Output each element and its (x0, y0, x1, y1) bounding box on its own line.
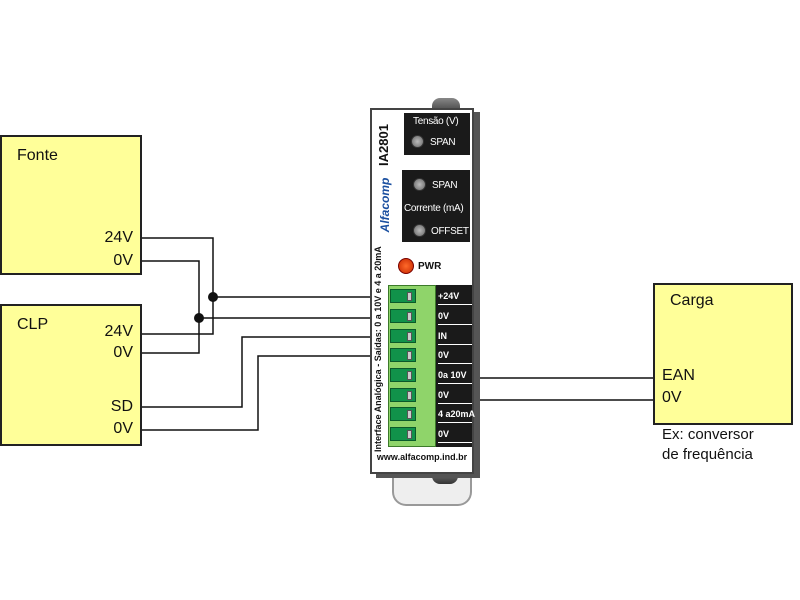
wire-clp-0v (140, 355, 396, 431)
device-side-text: Interface Analógica - Saídas: 0 a 10V e … (373, 246, 383, 452)
terminal-label-0v-2: 0V (438, 347, 472, 364)
fonte-terminal-24v: 24V (104, 229, 133, 246)
wire-fonte-24v (140, 237, 214, 335)
current-panel-title: Corrente (mA) (404, 203, 464, 214)
terminal-label-strip (436, 285, 472, 447)
fonte-terminal-0v: 0V (113, 252, 133, 269)
pwr-label: PWR (418, 261, 442, 272)
current-span-trimmer[interactable] (413, 178, 426, 191)
wire-sd-in (140, 336, 396, 408)
terminal-slot-5[interactable] (390, 368, 416, 382)
terminal-slot-7[interactable] (390, 407, 416, 421)
terminal-label-4-20ma: 4 a20mA (438, 406, 475, 423)
carga-title: Carga (670, 292, 714, 309)
voltage-span-trimmer[interactable] (411, 135, 424, 148)
junction-dot-0v (194, 313, 204, 323)
current-offset-label: OFFSET (431, 226, 469, 237)
terminal-slot-3[interactable] (390, 329, 416, 343)
carga-note-line1: Ex: conversor (662, 426, 754, 443)
carga-note-line2: de frequência (662, 446, 753, 463)
terminal-label-0v-3: 0V (438, 387, 472, 404)
fonte-title: Fonte (17, 147, 58, 164)
model-label: IA2801 (375, 124, 391, 166)
terminal-label-0v-1: 0V (438, 308, 472, 325)
clp-terminal-sd: SD (110, 398, 133, 415)
fonte-box (0, 135, 142, 275)
bottom-knob (432, 472, 458, 484)
terminal-slot-1[interactable] (390, 289, 416, 303)
terminal-slot-8[interactable] (390, 427, 416, 441)
brand-logo: Alfacomp (378, 177, 392, 233)
clp-terminal-24v: 24V (104, 323, 133, 340)
voltage-span-label: SPAN (430, 137, 456, 148)
terminal-label-0-10v: 0a 10V (438, 367, 472, 384)
device-website: www.alfacomp.ind.br (376, 452, 468, 462)
terminal-label-in: IN (438, 328, 472, 345)
current-offset-trimmer[interactable] (413, 224, 426, 237)
terminal-label-0v-4: 0V (438, 426, 472, 443)
carga-box (653, 283, 793, 425)
pwr-led-icon (398, 258, 414, 274)
wire-fonte-0v (140, 260, 200, 354)
clp-box (0, 304, 142, 446)
carga-terminal-0v: 0V (662, 389, 682, 406)
carga-note: Ex: conversor de frequência (662, 425, 754, 465)
terminal-slot-4[interactable] (390, 348, 416, 362)
terminal-label-24v: +24V (438, 288, 472, 305)
carga-terminal-ean: EAN (662, 367, 695, 384)
terminal-slot-6[interactable] (390, 388, 416, 402)
voltage-panel (404, 113, 470, 155)
clp-terminal-0v: 0V (113, 344, 133, 361)
clp-title: CLP (17, 316, 49, 333)
junction-dot-24v (208, 292, 218, 302)
current-span-label: SPAN (432, 180, 458, 191)
voltage-panel-title: Tensão (V) (413, 116, 459, 127)
terminal-slot-2[interactable] (390, 309, 416, 323)
clp-terminal-0v-2: 0V (113, 420, 133, 437)
